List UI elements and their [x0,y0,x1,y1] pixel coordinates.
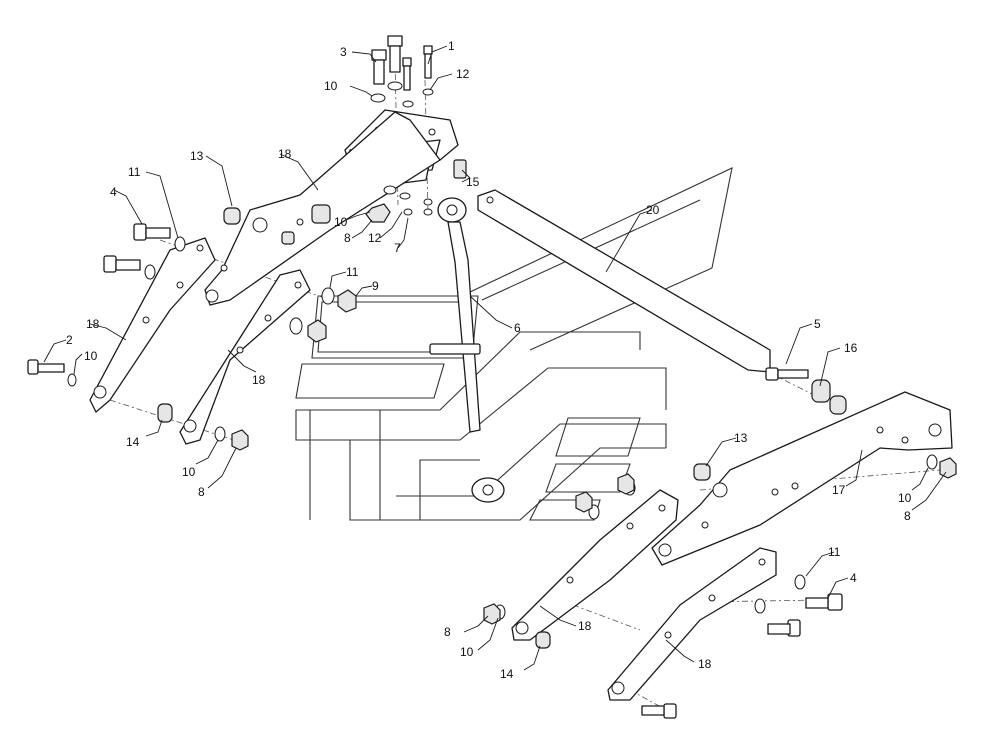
callout-13: 13 [190,149,204,163]
callout-2: 2 [66,333,73,347]
callout-8: 8 [904,509,911,523]
callout-11: 11 [128,165,141,179]
callout-3: 3 [340,45,347,59]
bolt-hardware [27,35,847,719]
callout-14: 14 [126,435,140,449]
callout-12: 12 [368,231,382,245]
callout-1: 1 [448,39,455,53]
callout-11: 11 [828,545,841,559]
callout-12: 12 [456,67,470,81]
callout-11: 11 [346,265,359,279]
callout-4: 4 [850,571,857,585]
callout-8: 8 [444,625,451,639]
callout-18: 18 [252,373,266,387]
callout-18: 18 [278,147,292,161]
callout-8: 8 [344,231,351,245]
callout-20: 20 [646,203,660,217]
upper-left-bracket-plate [204,111,441,306]
callout-10: 10 [182,465,196,479]
callout-13: 13 [734,431,748,445]
callout-17: 17 [832,483,846,497]
callout-15: 15 [466,175,480,189]
callout-labels: 1 3 10 12 18 13 11 4 15 20 10 8 12 7 11 … [66,39,912,681]
callout-4: 4 [110,185,117,199]
callout-10: 10 [898,491,912,505]
callout-18: 18 [698,657,712,671]
callout-14: 14 [500,667,514,681]
right-side-beam [651,391,953,566]
tractor-silhouette [295,167,733,521]
callout-leaders [43,45,947,671]
callout-8: 8 [198,485,205,499]
top-link-assembly [429,159,505,503]
callout-10: 10 [334,215,348,229]
lower-plate-left [511,489,679,641]
square-tube [477,189,771,373]
callout-5: 5 [814,317,821,331]
callout-10: 10 [324,79,338,93]
callout-6: 6 [514,321,521,335]
left-plate-inner [179,269,311,445]
lower-plate-right [607,547,777,701]
callout-10: 10 [84,349,98,363]
callout-18: 18 [578,619,592,633]
callout-18: 18 [86,317,100,331]
callout-9: 9 [372,279,379,293]
callout-16: 16 [844,341,858,355]
nuts-and-washers [67,81,957,649]
callout-10: 10 [460,645,474,659]
callout-7: 7 [394,241,401,255]
